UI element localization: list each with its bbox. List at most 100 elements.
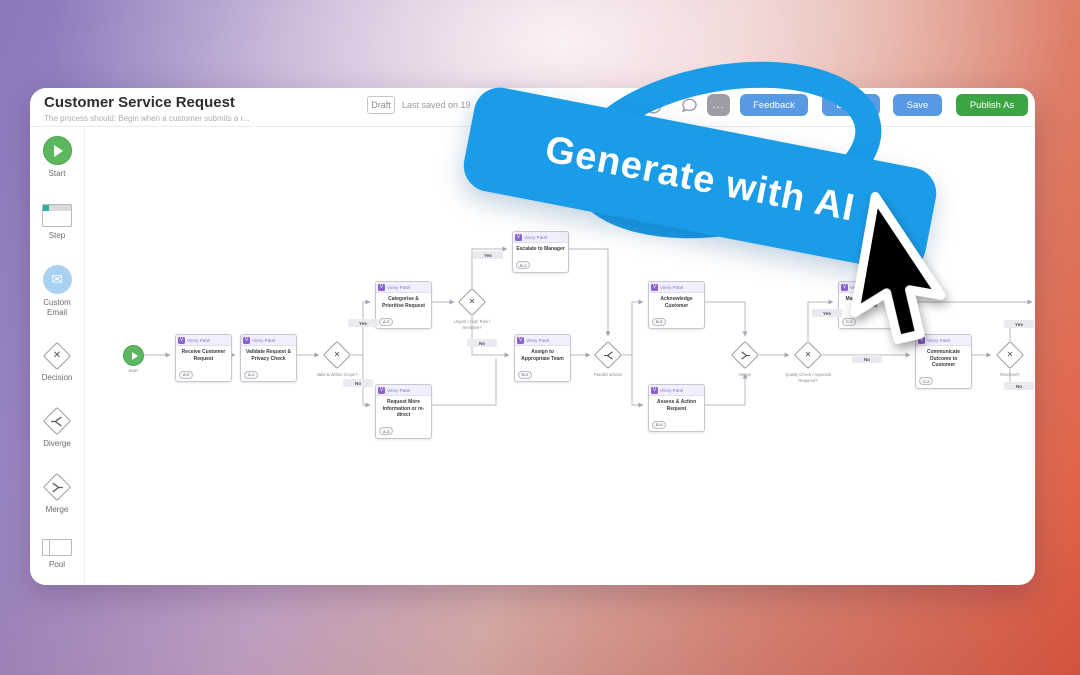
node-badge: A-2 [379,317,394,326]
node-badge: C-1 [842,317,857,326]
feedback-button[interactable]: Feedback [740,94,808,116]
decision-label: Urgent / High Risk / Sensitive? [453,319,491,330]
edge-label-yes: Yes [1004,320,1034,328]
edge-label-no: No [852,355,882,363]
help-icon[interactable]: ? [645,97,662,114]
node-title: Assign to Appropriate Team [521,349,564,362]
page-title: Customer Service Request [44,94,235,111]
node-title: Acknowledge Customer [660,296,693,309]
assignee-avatar: V [651,386,658,394]
details-button[interactable]: Details [822,94,880,116]
decision-label: Valid & Within Scope? [316,372,358,377]
sidebar-item-decision[interactable]: ✕ Decision [42,342,73,383]
diverge-arrows-icon [603,350,613,360]
svg-text:?: ? [651,101,656,111]
decision-x-icon: ✕ [1006,350,1014,359]
more-options-button[interactable]: ... [707,94,730,116]
decision-diamond-icon: ✕ [44,342,71,369]
node-title: Receive Customer Request [181,349,226,362]
edge-label-yes: Yes [473,251,503,259]
assignee-name: Vinny Patel [927,337,951,343]
assignee-name: Vinny Patel [660,284,684,290]
edge-label-yes: Yes [348,319,378,327]
node-title: Assess & Action Request [656,399,697,412]
assignee-avatar: V [243,336,250,344]
edge-label-no: No [343,379,373,387]
decision-label: Resolved? [1000,372,1020,377]
node-title: Communicate Outcome to Customer [926,349,961,368]
sidebar-item-merge[interactable]: Merge [44,474,71,515]
node-badge: B-3 [652,317,667,326]
sidebar-item-step[interactable]: Step [42,203,72,241]
node-title: Categorise & Prioritise Request [382,296,425,309]
status-badge: Draft [367,96,395,114]
assignee-avatar: V [841,283,848,291]
start-play-icon [42,136,72,165]
assignee-name: Vinny Patel [387,387,411,393]
decision-node-valid-scope[interactable]: ✕ [324,342,350,368]
merge-arrows-icon [740,350,750,360]
decision-label: Quality Check / Approval Required? [785,372,831,383]
decision-node-resolved[interactable]: ✕ [997,342,1023,368]
merge-diamond-icon [44,474,71,501]
decision-x-icon: ✕ [468,297,476,306]
node-badge: C-2 [919,377,934,385]
merge-node[interactable] [732,342,758,368]
decision-node-urgent[interactable]: ✕ [459,289,485,315]
publish-as-button[interactable]: Publish As [956,94,1028,116]
comment-bubble-icon[interactable] [681,97,698,114]
diverge-node[interactable] [595,342,621,368]
assignee-avatar: V [517,336,524,344]
assignee-name: Vinny Patel [187,337,211,343]
sidebar-item-start[interactable]: Start [42,136,72,179]
process-description: The process should: Begin when a custome… [44,114,250,123]
merge-label: Merge [739,372,751,377]
diverge-label: Parallel actions [593,372,623,377]
assignee-avatar: V [918,336,925,344]
decision-x-icon: ✕ [804,350,812,359]
assignee-name: Vinny Patel [387,284,411,290]
decision-x-icon: ✕ [333,350,341,359]
email-icon: ✉ [42,265,72,295]
start-event-node[interactable] [123,345,144,366]
node-badge: A-1 [244,370,259,379]
assignee-name: Vinny Patel [524,234,548,240]
node-title: Validate Request & Privacy Check [245,349,291,362]
save-button[interactable]: Save [893,94,942,116]
step-card-icon [42,203,72,227]
start-event-label: Start [128,368,138,373]
node-title: Request More Information or re-direct [382,399,425,418]
last-saved-text: Last saved on 19 [402,100,471,110]
assignee-name: Vinny Patel [252,337,276,343]
node-badge: B-1 [516,261,531,269]
diverge-diamond-icon [43,408,70,435]
node-title: Escalate to Manager [516,246,565,252]
node-badge: B-2 [518,370,533,379]
pool-icon [42,539,72,557]
assignee-avatar: V [651,283,658,291]
sidebar-item-diverge[interactable]: Diverge [43,408,71,449]
edge-label-no: No [1004,382,1034,390]
decision-node-quality-check[interactable]: ✕ [795,342,821,368]
node-badge: B-4 [652,420,667,429]
assignee-name: Vinny Patel [660,387,684,393]
assignee-avatar: V [178,336,185,344]
element-palette-sidebar: Start Step ✉ Custom Email ✕ Decision Div… [30,128,85,585]
assignee-avatar: V [378,386,385,394]
sidebar-item-pool[interactable]: Pool [42,539,72,570]
sidebar-item-custom-email[interactable]: ✉ Custom Email [36,265,78,317]
assignee-name: Vinny Patel [526,337,550,343]
assignee-avatar: V [378,283,385,291]
edge-label-yes: Yes [812,309,842,317]
assignee-avatar: V [515,233,522,241]
edge-label-no: No [467,339,497,347]
